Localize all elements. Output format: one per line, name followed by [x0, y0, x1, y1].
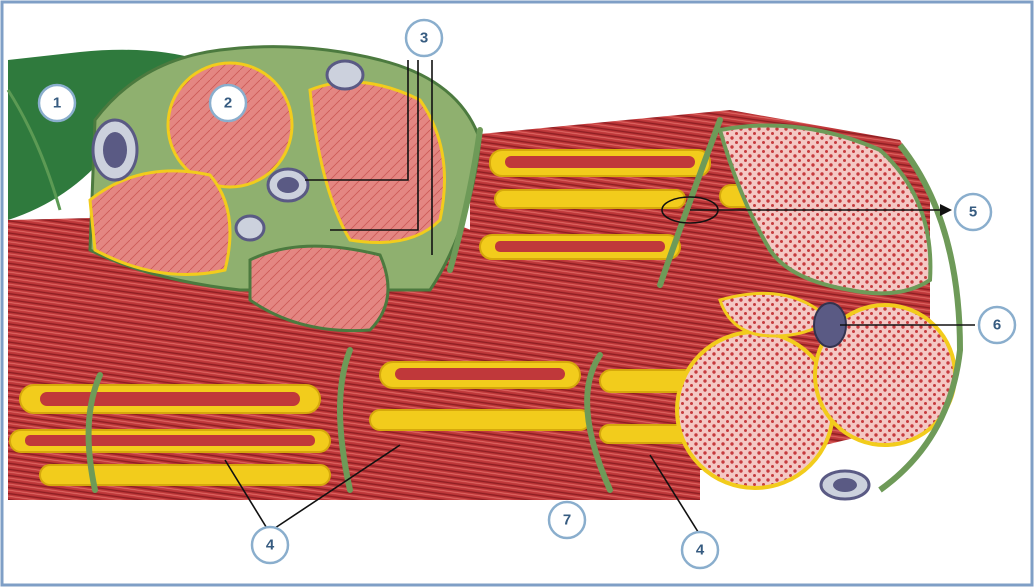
label-2: 2 — [210, 85, 246, 121]
label-7: 7 — [549, 502, 585, 538]
svg-text:5: 5 — [969, 204, 977, 221]
label-6: 6 — [979, 307, 1015, 343]
svg-text:4: 4 — [266, 537, 275, 554]
svg-text:4: 4 — [696, 542, 705, 559]
label-4a: 4 — [252, 527, 288, 563]
svg-text:6: 6 — [993, 317, 1001, 334]
label-3: 3 — [406, 20, 442, 56]
label-5: 5 — [955, 194, 991, 230]
svg-text:7: 7 — [563, 512, 571, 529]
svg-text:2: 2 — [224, 95, 232, 112]
svg-text:3: 3 — [420, 30, 428, 47]
svg-text:1: 1 — [53, 95, 61, 112]
label-1: 1 — [39, 85, 75, 121]
label-4b: 4 — [682, 532, 718, 568]
